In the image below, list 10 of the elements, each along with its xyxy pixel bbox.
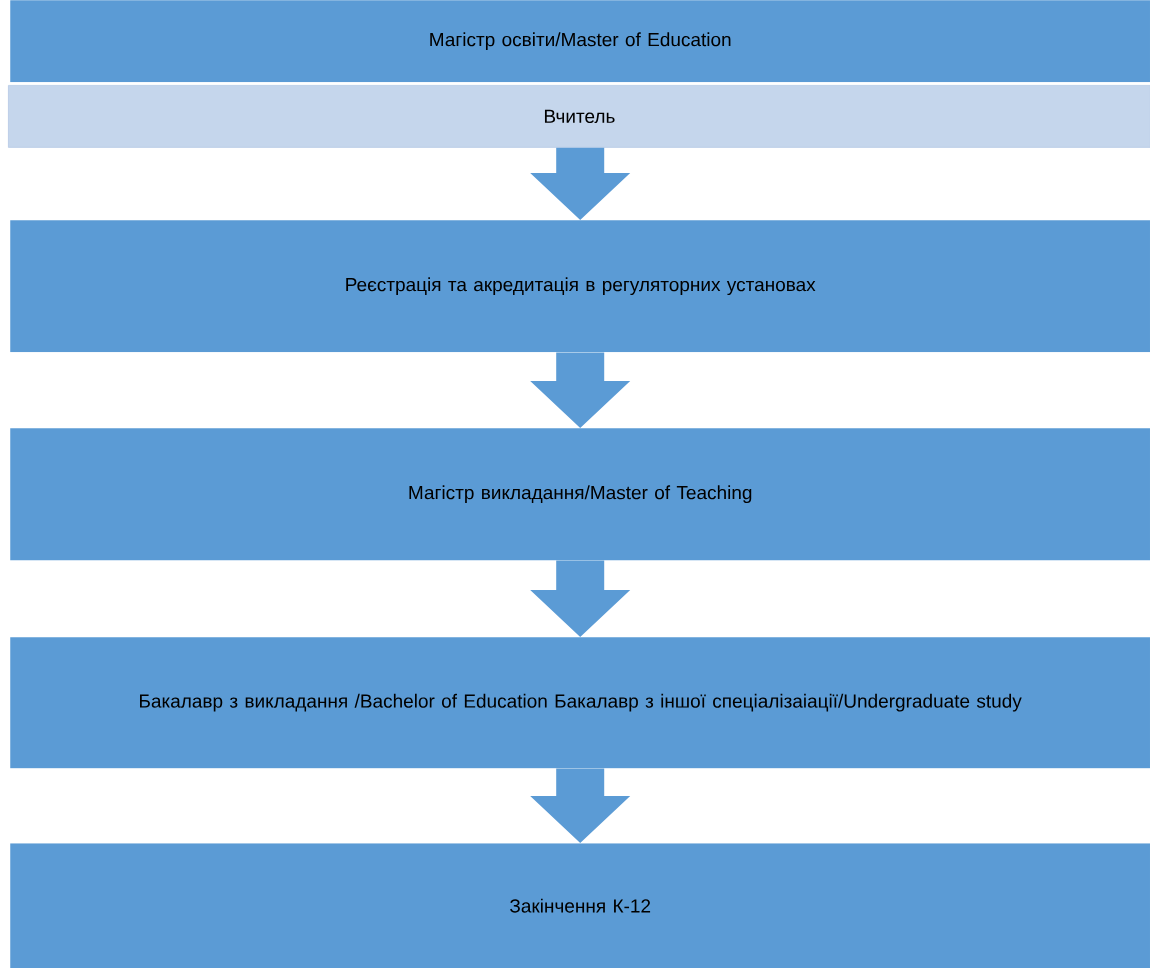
process-box: Магістр освіти/Master of Education bbox=[10, 0, 1150, 83]
process-box: Реєстрація та акредитація в регуляторних установах bbox=[10, 220, 1150, 353]
block-arrow bbox=[530, 560, 631, 637]
process-box: Магістр викладання/Master of Teaching bbox=[10, 428, 1150, 561]
process-box: Закінчення К-12 bbox=[10, 843, 1150, 968]
block-arrow bbox=[530, 147, 631, 220]
header-band: Вчитель bbox=[8, 85, 1150, 148]
process-box: Бакалавр з викладання /Bachelor of Education Бакалавр з іншої спеціалізаіації/Undergraduate study bbox=[10, 637, 1150, 769]
block-arrow bbox=[530, 768, 631, 843]
block-arrow bbox=[530, 352, 631, 428]
